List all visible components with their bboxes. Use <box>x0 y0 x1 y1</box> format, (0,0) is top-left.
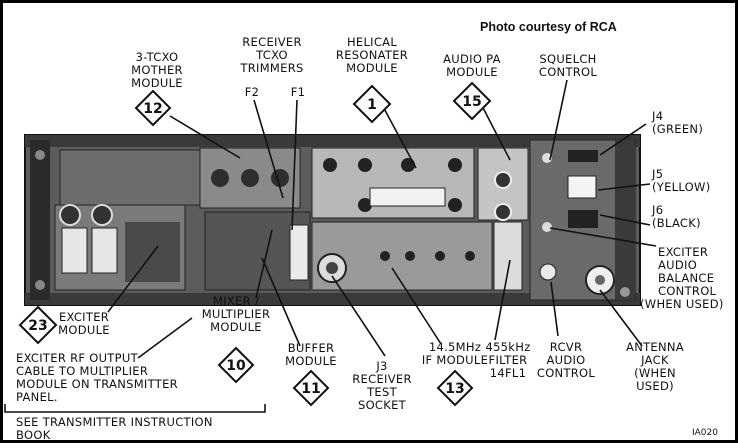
svg-text:MODULE: MODULE <box>446 65 498 79</box>
svg-text:RECEIVER: RECEIVER <box>352 372 411 386</box>
svg-text:BUFFER: BUFFER <box>288 341 335 355</box>
svg-text:TEST: TEST <box>366 385 397 399</box>
diamond-12: 12 <box>134 89 172 127</box>
svg-text:EXCITER: EXCITER <box>59 310 109 324</box>
svg-text:HELICAL: HELICAL <box>347 35 397 49</box>
svg-text:SOCKET: SOCKET <box>358 398 407 412</box>
svg-text:MODULE: MODULE <box>285 354 337 368</box>
svg-text:J5: J5 <box>651 167 663 181</box>
label-antenna: ANTENNA JACK (WHEN USED) <box>626 340 684 393</box>
svg-text:MODULE ON TRANSMITTER: MODULE ON TRANSMITTER <box>16 377 178 391</box>
svg-text:MODULE: MODULE <box>58 323 110 337</box>
label-audio-pa: AUDIO PA MODULE <box>443 52 501 79</box>
svg-text:CABLE TO MULTIPLIER: CABLE TO MULTIPLIER <box>16 364 148 378</box>
svg-text:TRIMMERS: TRIMMERS <box>239 61 303 75</box>
svg-text:MIXER /: MIXER / <box>213 294 259 308</box>
svg-text:TCXO: TCXO <box>255 48 288 62</box>
svg-text:(YELLOW): (YELLOW) <box>652 180 711 194</box>
label-j3: J3 RECEIVER TEST SOCKET <box>352 359 411 412</box>
svg-text:(BLACK): (BLACK) <box>652 216 701 230</box>
svg-text:IF MODULE: IF MODULE <box>422 353 488 367</box>
diamond-10: 10 <box>217 346 255 384</box>
label-rcvr-audio: RCVR AUDIO CONTROL <box>537 340 596 380</box>
svg-text:CONTROL: CONTROL <box>658 284 717 298</box>
svg-text:RECEIVER: RECEIVER <box>242 35 301 49</box>
svg-text:MULTIPLIER: MULTIPLIER <box>202 307 271 321</box>
label-filter: 455kHz FILTER 14FL1 <box>485 340 530 380</box>
label-f2: F2 <box>245 85 260 99</box>
svg-text:J6: J6 <box>651 203 663 217</box>
label-exciter-audio: EXCITER AUDIO BALANCE CONTROL (WHEN USED… <box>640 245 724 311</box>
svg-text:J3: J3 <box>375 359 387 373</box>
svg-text:(WHEN: (WHEN <box>634 366 676 380</box>
label-exciter: EXCITER MODULE <box>58 310 110 337</box>
svg-text:14FL1: 14FL1 <box>490 366 526 380</box>
label-mixer: MIXER / MULTIPLIER MODULE <box>202 294 271 334</box>
diamond-12-number: 12 <box>143 101 162 117</box>
svg-text:MODULE: MODULE <box>131 76 183 90</box>
svg-text:CONTROL: CONTROL <box>537 366 596 380</box>
svg-text:BALANCE: BALANCE <box>658 271 714 285</box>
svg-text:EXCITER: EXCITER <box>658 245 708 259</box>
diamond-11-number: 11 <box>301 381 320 397</box>
svg-text:J4: J4 <box>651 109 663 123</box>
label-j5: J5 (YELLOW) <box>651 167 711 194</box>
svg-text:ANTENNA: ANTENNA <box>626 340 684 354</box>
diamond-10-number: 10 <box>226 358 246 374</box>
label-if-module: 14.5MHz IF MODULE <box>422 340 488 367</box>
svg-text:14.5MHz: 14.5MHz <box>429 340 481 354</box>
photo-credit: Photo courtesy of RCA <box>480 20 617 34</box>
label-helical: HELICAL RESONATER MODULE <box>336 35 408 75</box>
svg-text:MODULE: MODULE <box>346 61 398 75</box>
svg-text:MOTHER: MOTHER <box>131 63 183 77</box>
svg-text:MODULE: MODULE <box>210 320 262 334</box>
diamond-15-number: 15 <box>462 94 481 110</box>
label-tcxo-mother: 3-TCXO MOTHER MODULE <box>131 50 183 90</box>
label-j6: J6 (BLACK) <box>651 203 701 230</box>
diamond-1: 1 <box>352 84 392 124</box>
diamond-13: 13 <box>436 369 474 407</box>
svg-text:3-TCXO: 3-TCXO <box>136 50 179 64</box>
diamond-23: 23 <box>18 305 58 345</box>
svg-text:RESONATER: RESONATER <box>336 48 408 62</box>
diamond-13-number: 13 <box>445 381 464 397</box>
svg-text:PANEL.: PANEL. <box>16 390 58 404</box>
diamond-11: 11 <box>292 369 330 407</box>
label-see-book: SEE TRANSMITTER INSTRUCTION BOOK <box>16 415 213 442</box>
label-receiver-tcxo: RECEIVER TCXO TRIMMERS F2 F1 <box>239 35 305 99</box>
diamond-1-number: 1 <box>367 97 377 113</box>
label-f1: F1 <box>291 85 306 99</box>
label-buffer: BUFFER MODULE <box>285 341 337 368</box>
svg-text:JACK: JACK <box>640 353 669 367</box>
svg-text:BOOK: BOOK <box>16 428 51 442</box>
svg-text:CONTROL: CONTROL <box>539 65 598 79</box>
label-exciter-rf: EXCITER RF OUTPUT CABLE TO MULTIPLIER MO… <box>16 351 178 404</box>
svg-text:SEE TRANSMITTER INSTRUCTION: SEE TRANSMITTER INSTRUCTION <box>16 415 213 429</box>
svg-text:(GREEN): (GREEN) <box>652 122 703 136</box>
svg-text:EXCITER RF OUTPUT: EXCITER RF OUTPUT <box>16 351 139 365</box>
chassis-photo <box>24 134 641 306</box>
label-squelch: SQUELCH CONTROL <box>539 52 598 79</box>
svg-text:SQUELCH: SQUELCH <box>539 52 596 66</box>
diamond-15: 15 <box>452 81 492 121</box>
svg-text:(WHEN USED): (WHEN USED) <box>640 297 724 311</box>
svg-text:RCVR: RCVR <box>550 340 583 354</box>
label-j4: J4 (GREEN) <box>651 109 703 136</box>
svg-text:AUDIO PA: AUDIO PA <box>443 52 501 66</box>
image-code: IA020 <box>692 428 718 438</box>
diamond-23-number: 23 <box>28 318 47 334</box>
svg-text:USED): USED) <box>636 379 674 393</box>
svg-text:AUDIO: AUDIO <box>546 353 585 367</box>
svg-text:FILTER: FILTER <box>489 353 528 367</box>
svg-text:AUDIO: AUDIO <box>658 258 697 272</box>
svg-text:455kHz: 455kHz <box>485 340 530 354</box>
